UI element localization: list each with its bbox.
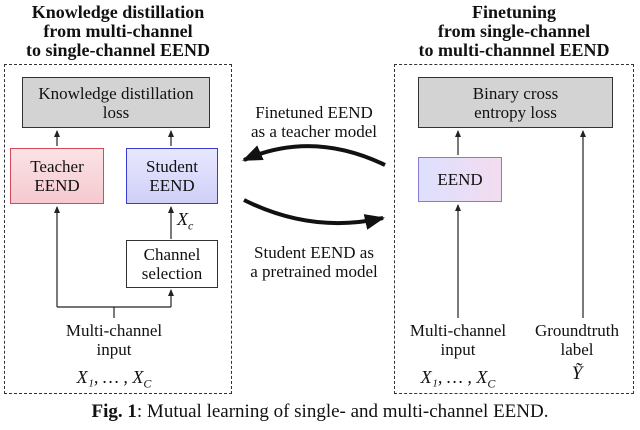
middle-top-line-2: as a teacher model <box>250 122 377 141</box>
caption-label: Fig. 1 <box>91 401 137 422</box>
caption-text: : Mutual learning of single- and multi-c… <box>136 401 549 422</box>
middle-bottom-line-1: Student EEND as <box>254 243 374 262</box>
left-title-line-2: from multi-channel <box>43 21 193 41</box>
right-input-math-text: X₁, … , XC <box>420 367 496 391</box>
eend-label: EEND <box>437 170 483 189</box>
eend-box: EEND <box>418 157 502 202</box>
right-panel-title: Finetuning from single-channel to multi-… <box>392 3 636 60</box>
bce-line-2: entropy loss <box>474 102 557 122</box>
right-input-line-2: input <box>440 340 476 359</box>
left-panel <box>4 64 232 394</box>
middle-top-text: Finetuned EEND as a teacher model <box>236 103 392 141</box>
right-title-line-1: Finetuning <box>471 2 557 22</box>
left-input-math-text: X₁, … , XC <box>76 367 152 391</box>
middle-bottom-text: Student EEND as a pretrained model <box>236 243 392 281</box>
left-input-math: X₁, … , XC <box>28 368 200 394</box>
teacher-eend-box: Teacher EEND <box>10 148 104 204</box>
left-title-line-3: to single-channel EEND <box>25 40 211 60</box>
knowledge-distillation-loss-box: Knowledge distillation loss <box>22 77 210 128</box>
left-input-line-2: input <box>96 340 132 359</box>
right-title-line-2: from single-channel <box>437 21 591 41</box>
xc-subscript: c <box>188 218 194 233</box>
student-eend-box: Student EEND <box>126 148 218 204</box>
left-title-line-1: Knowledge distillation <box>31 2 205 22</box>
student-line-1: Student <box>146 157 198 176</box>
groundtruth-line-1: Groundtruth <box>534 321 620 340</box>
groundtruth-label: Groundtruth label <box>522 321 632 359</box>
binary-cross-entropy-loss-box: Binary cross entropy loss <box>418 77 613 128</box>
kd-loss-line-1: Knowledge distillation <box>38 83 194 103</box>
middle-top-line-1: Finetuned EEND <box>255 103 373 122</box>
figure-caption: Fig. 1: Mutual learning of single- and m… <box>0 401 640 423</box>
xc-main: X <box>177 209 188 229</box>
teacher-line-2: EEND <box>34 176 80 195</box>
groundtruth-math: Ỹ <box>522 364 632 383</box>
right-input-math: X₁, … , XC <box>396 368 520 394</box>
xc-label: Xc <box>177 210 193 236</box>
left-input-line-1: Multi-channel <box>65 321 163 340</box>
channel-selection-box: Channel selection <box>126 240 218 288</box>
left-input-label: Multi-channel input <box>28 321 200 359</box>
right-input-line-1: Multi-channel <box>409 321 507 340</box>
groundtruth-math-text: Ỹ <box>571 363 583 384</box>
student-line-2: EEND <box>149 176 195 195</box>
channel-line-2: selection <box>141 264 203 283</box>
left-panel-title: Knowledge distillation from multi-channe… <box>0 3 236 60</box>
groundtruth-line-2: label <box>560 340 594 359</box>
right-input-label: Multi-channel input <box>396 321 520 359</box>
teacher-line-1: Teacher <box>30 157 84 176</box>
right-panel <box>394 64 634 394</box>
bce-line-1: Binary cross <box>472 83 559 103</box>
middle-bottom-line-2: a pretrained model <box>250 262 378 281</box>
kd-loss-line-2: loss <box>102 102 130 122</box>
right-title-line-3: to multi-channnel EEND <box>418 40 610 60</box>
channel-line-1: Channel <box>143 245 201 264</box>
